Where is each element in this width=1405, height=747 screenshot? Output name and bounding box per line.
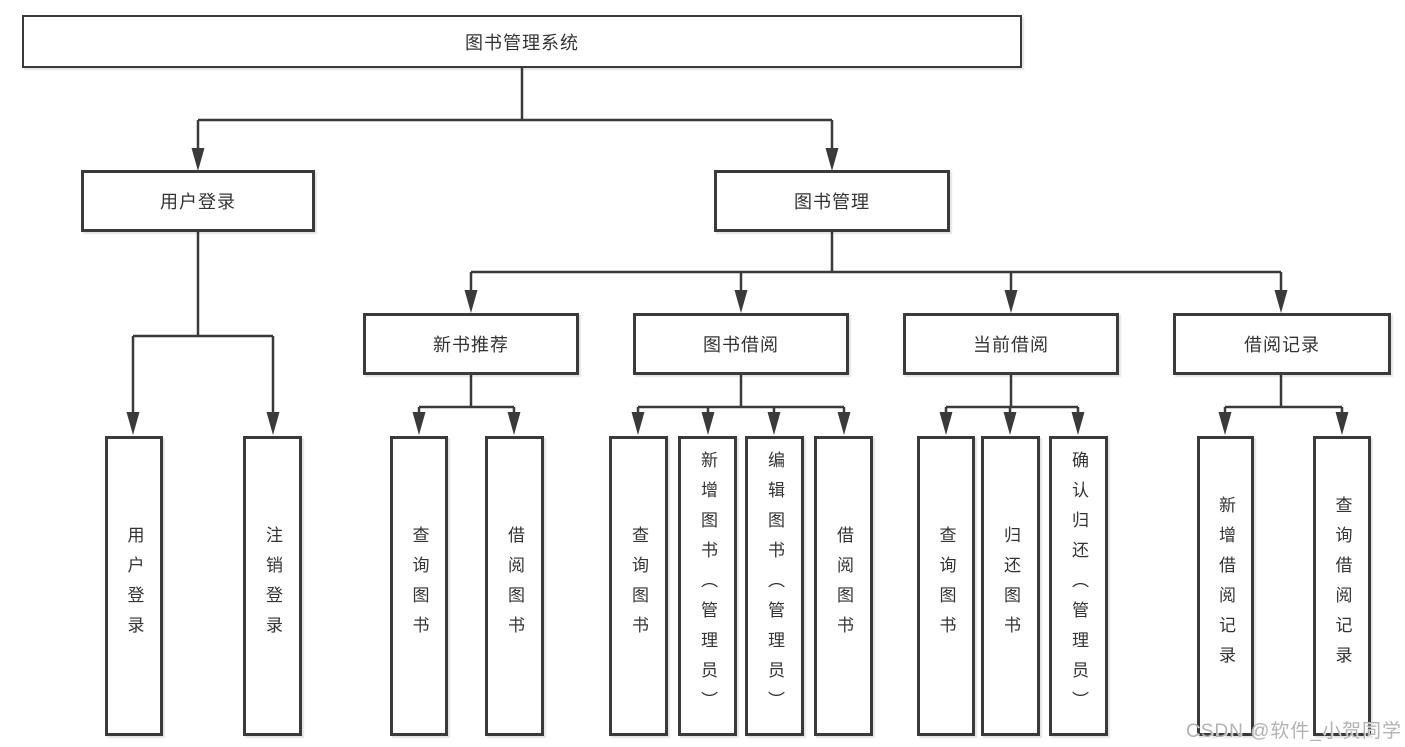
- leaf-label: 编辑图书（管理员）: [765, 451, 784, 721]
- leaf-user-login: 用户登录: [105, 436, 163, 736]
- node-borrow-records: 借阅记录: [1173, 313, 1391, 375]
- leaf-label: 注销登录: [263, 526, 282, 646]
- node-label: 当前借阅: [973, 335, 1049, 355]
- leaf-borrow-books-recommend: 借阅图书: [485, 436, 544, 736]
- leaf-query-books-recommend: 查询图书: [390, 436, 448, 736]
- leaf-confirm-return-admin: 确认归还（管理员）: [1049, 436, 1108, 736]
- leaf-label: 借阅图书: [505, 526, 524, 646]
- leaf-label: 查询借阅记录: [1332, 496, 1352, 676]
- leaf-query-books-borrowing: 查询图书: [609, 436, 668, 736]
- leaf-query-books-current: 查询图书: [917, 436, 975, 736]
- leaf-edit-book-admin: 编辑图书（管理员）: [745, 436, 804, 736]
- node-label: 借阅记录: [1244, 335, 1320, 355]
- leaf-label: 借阅图书: [834, 526, 853, 646]
- leaf-add-book-admin: 新增图书（管理员）: [678, 436, 737, 736]
- node-current-borrowing: 当前借阅: [903, 313, 1119, 375]
- leaf-label: 归还图书: [1001, 526, 1020, 646]
- csdn-watermark: CSDN @软件_小贺同学: [1186, 721, 1402, 742]
- node-label: 图书管理系统: [465, 32, 579, 53]
- node-label: 图书管理: [794, 192, 870, 212]
- leaf-label: 确认归还（管理员）: [1069, 451, 1088, 721]
- node-label: 用户登录: [160, 192, 236, 212]
- node-book-borrowing: 图书借阅: [633, 313, 849, 375]
- leaf-label: 查询图书: [629, 526, 648, 646]
- leaf-label: 新增图书（管理员）: [698, 451, 717, 721]
- node-new-book-recommend: 新书推荐: [363, 313, 579, 375]
- node-label: 图书借阅: [703, 335, 779, 355]
- leaf-label: 用户登录: [124, 526, 144, 646]
- leaf-return-book: 归还图书: [981, 436, 1040, 736]
- leaf-borrow-books-borrowing: 借阅图书: [814, 436, 873, 736]
- leaf-query-borrow-record: 查询借阅记录: [1313, 436, 1371, 736]
- leaf-label: 新增借阅记录: [1216, 496, 1235, 676]
- leaf-add-borrow-record: 新增借阅记录: [1197, 436, 1254, 736]
- node-book-management: 图书管理: [714, 170, 950, 232]
- leaf-label: 查询图书: [936, 526, 956, 646]
- node-user-login: 用户登录: [81, 170, 315, 232]
- node-label: 新书推荐: [433, 335, 509, 355]
- leaf-label: 查询图书: [409, 526, 429, 646]
- node-library-system: 图书管理系统: [22, 15, 1022, 68]
- leaf-logout: 注销登录: [243, 436, 302, 736]
